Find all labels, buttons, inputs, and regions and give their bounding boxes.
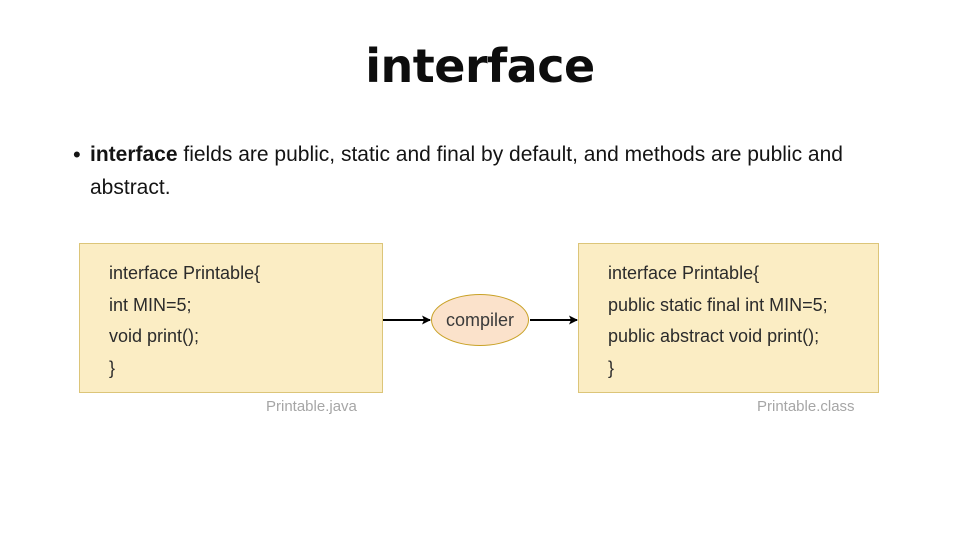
page-title: interface: [365, 39, 595, 93]
code-line: public abstract void print();: [608, 326, 820, 346]
output-file-caption: Printable.class: [757, 398, 855, 415]
code-line: }: [608, 357, 615, 378]
code-line: void print();: [109, 326, 200, 346]
bullet-item-text: interface fields are public, static and …: [90, 138, 902, 204]
bullet-marker-icon: •: [73, 142, 81, 167]
output-code-lines: interface Printable{ public static final…: [608, 258, 872, 384]
code-line: public static final int MIN=5;: [608, 294, 828, 315]
code-line: int MIN=5;: [109, 294, 192, 315]
bullet-list: • interface fields are public, static an…: [62, 138, 902, 204]
output-code-box: interface Printable{ public static final…: [578, 243, 879, 393]
list-item: • interface fields are public, static an…: [62, 138, 902, 204]
code-line: }: [109, 357, 116, 378]
compiler-label: compiler: [445, 309, 515, 330]
source-file-caption: Printable.java: [266, 398, 357, 415]
compiler-node: compiler: [431, 294, 529, 346]
source-code-lines: interface Printable{ int MIN=5; void pri…: [109, 258, 376, 384]
bullet-keyword: interface: [90, 143, 178, 166]
source-code-box: interface Printable{ int MIN=5; void pri…: [79, 243, 383, 393]
code-line: interface Printable{: [608, 263, 760, 283]
code-line: interface Printable{: [109, 263, 261, 283]
bullet-remainder: fields are public, static and final by d…: [90, 143, 843, 199]
